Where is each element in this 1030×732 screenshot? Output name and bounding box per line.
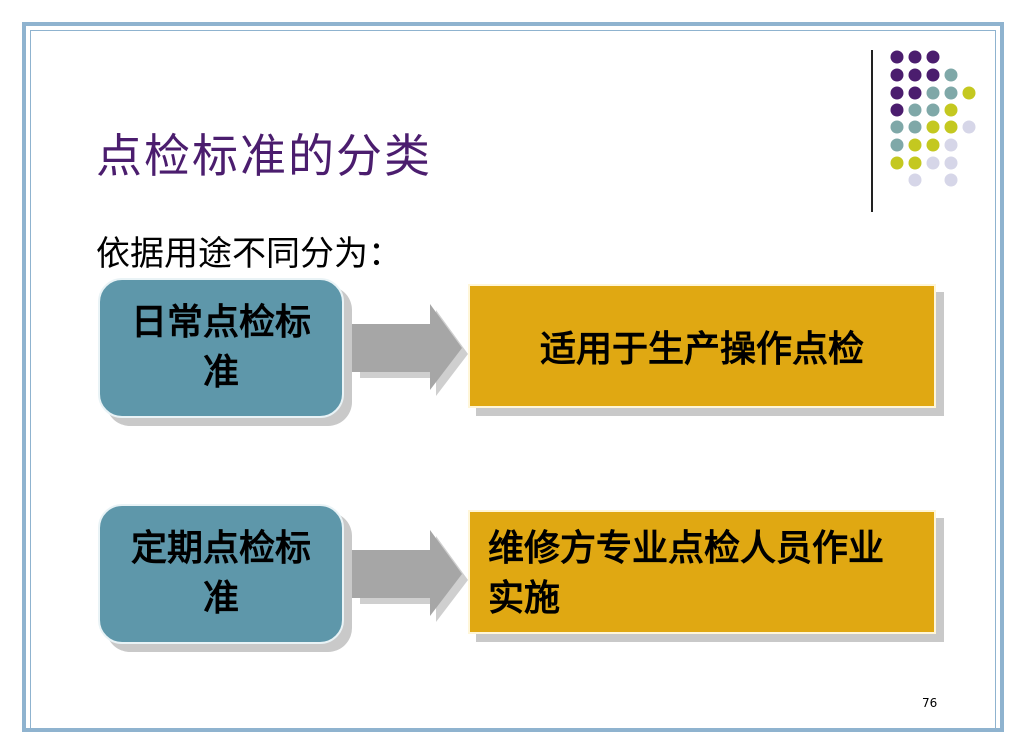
category-label: 定期点检标准	[130, 528, 311, 619]
description-box-periodic: 维修方专业点检人员作业实施	[468, 510, 936, 634]
decorative-divider	[871, 50, 873, 212]
description-label: 维修方专业点检人员作业实施	[488, 528, 885, 619]
arrow-right-icon	[352, 304, 468, 396]
page-number: 76	[922, 696, 938, 710]
category-label: 日常点检标准	[130, 302, 311, 393]
slide-title: 点检标准的分类	[96, 129, 432, 183]
arrow-right-icon	[352, 530, 468, 622]
description-label: 适用于生产操作点检	[539, 329, 864, 370]
category-box-periodic: 定期点检标准	[98, 504, 344, 644]
category-box-daily: 日常点检标准	[98, 278, 344, 418]
slide-subtitle: 依据用途不同分为：	[96, 234, 402, 274]
description-box-daily: 适用于生产操作点检	[468, 284, 936, 408]
